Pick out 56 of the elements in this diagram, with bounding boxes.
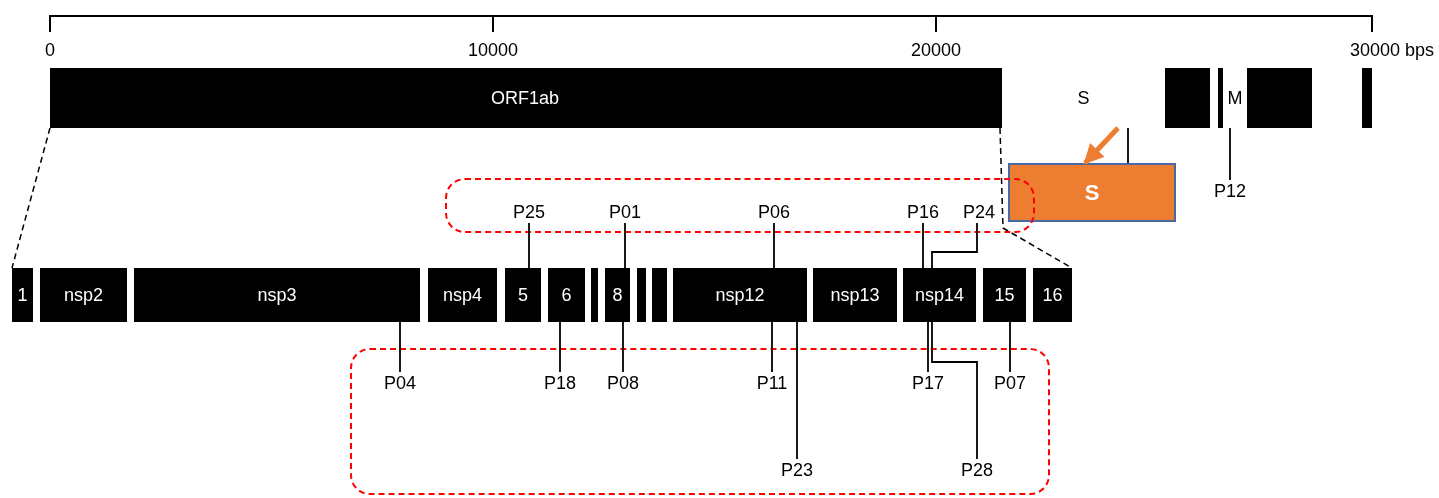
protein-block [637, 268, 646, 322]
probe-label: P01 [605, 201, 645, 223]
leader-line [1127, 127, 1129, 164]
leader-line [796, 321, 798, 460]
leader-line [528, 222, 530, 269]
highlight-box: S [1008, 163, 1176, 222]
protein-block [591, 268, 598, 322]
leader-line [399, 321, 401, 373]
protein-block: 5 [505, 268, 541, 322]
protein-block: nsp12 [673, 268, 807, 322]
leader-line [922, 222, 924, 269]
protein-block: 1 [12, 268, 33, 322]
probe-label: P07 [990, 372, 1030, 394]
protein-block: 8 [605, 268, 630, 322]
probe-label: P04 [380, 372, 420, 394]
dashed-outline [445, 178, 1035, 233]
protein-block: nsp2 [40, 268, 127, 322]
probe-label: P06 [754, 201, 794, 223]
probe-label: P25 [509, 201, 549, 223]
gene-bar: ORF1ab [50, 68, 1000, 128]
probe-label: P24 [959, 201, 999, 223]
probe-label: P17 [908, 372, 948, 394]
leader-line [931, 222, 978, 269]
probe-label: P28 [957, 459, 997, 481]
protein-block: nsp3 [134, 268, 420, 322]
gene-box: M [1223, 68, 1247, 128]
arrow [1083, 126, 1120, 165]
protein-block [652, 268, 667, 322]
probe-label: P11 [752, 372, 792, 394]
leader-line [771, 321, 773, 373]
gene-box: S [1002, 68, 1165, 128]
leader-line [559, 321, 561, 373]
probe-label: P16 [903, 201, 943, 223]
protein-block: 15 [983, 268, 1026, 322]
dashed-outline [350, 348, 1050, 495]
leader-line [927, 321, 929, 373]
probe-label: P23 [777, 459, 817, 481]
probe-label: P12 [1210, 180, 1250, 202]
tick-label: 20000 [910, 40, 962, 61]
protein-block: nsp14 [903, 268, 976, 322]
zoom-guide-line [11, 127, 51, 269]
tick-label: 0 [45, 40, 55, 61]
tick-label: 30000 bps [1350, 40, 1435, 61]
protein-block: nsp13 [813, 268, 897, 322]
leader-line [622, 321, 624, 373]
protein-block: 16 [1033, 268, 1072, 322]
leader-line [1229, 127, 1231, 181]
protein-block: nsp4 [428, 268, 497, 322]
leader-line [773, 222, 775, 269]
leader-line [1009, 321, 1011, 373]
protein-block: 6 [548, 268, 585, 322]
probe-label: P18 [540, 372, 580, 394]
leader-line [624, 222, 626, 269]
leader-line [931, 321, 978, 460]
tick-label: 10000 [467, 40, 519, 61]
probe-label: P08 [603, 372, 643, 394]
